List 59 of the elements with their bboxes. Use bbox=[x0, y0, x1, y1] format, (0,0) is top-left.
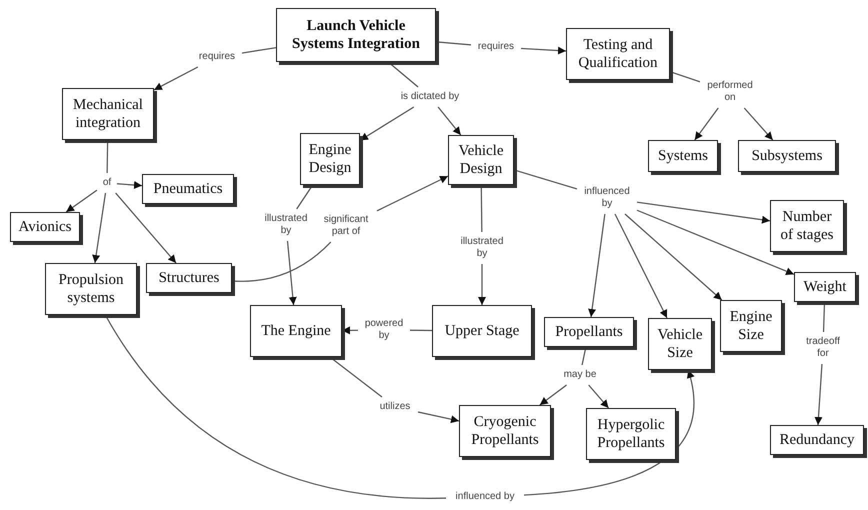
concept-box: Avionics bbox=[10, 212, 80, 242]
concept-box: Subsystems bbox=[738, 140, 836, 172]
linking-phrase: illustrated by bbox=[261, 212, 311, 238]
concept-box: The Engine bbox=[250, 305, 342, 357]
concept-box: Vehicle Size bbox=[648, 318, 712, 370]
arrow bbox=[116, 181, 142, 189]
concept-box: Hypergolic Propellants bbox=[586, 408, 676, 460]
arrow bbox=[744, 108, 774, 140]
arrow bbox=[418, 411, 460, 424]
linking-phrase: is dictated by bbox=[395, 90, 465, 104]
linking-phrase: influenced by bbox=[580, 185, 634, 211]
concept-box: Mechanical integration bbox=[62, 88, 154, 140]
concept-box: Testing and Qualification bbox=[566, 28, 670, 80]
arrow bbox=[286, 240, 297, 306]
arrow bbox=[814, 364, 823, 426]
concept-box: Systems bbox=[648, 140, 718, 172]
linking-phrase: utilizes bbox=[375, 400, 415, 414]
linking-phrase: requires bbox=[195, 50, 239, 64]
arrow bbox=[376, 176, 448, 212]
concept-box: Number of stages bbox=[770, 200, 844, 252]
linking-phrase: requires bbox=[474, 40, 518, 54]
arrow bbox=[588, 384, 609, 408]
arrow bbox=[115, 192, 176, 264]
linking-phrase: significant part of bbox=[318, 213, 374, 239]
connector-line bbox=[480, 185, 482, 232]
concept-box: Engine Design bbox=[300, 133, 360, 185]
concept-box: Weight bbox=[794, 272, 856, 302]
concept-box: Structures bbox=[146, 263, 232, 293]
linking-phrase: powered by bbox=[361, 317, 407, 343]
arrow bbox=[694, 108, 719, 140]
linking-phrase: may be bbox=[560, 368, 600, 382]
arrow bbox=[478, 264, 486, 305]
linking-phrase: tradeoff for bbox=[802, 335, 844, 361]
title-concept-box: Launch Vehicle Systems Integration bbox=[276, 8, 436, 62]
arrow bbox=[588, 214, 606, 318]
concept-box: Cryogenic Propellants bbox=[459, 405, 551, 457]
arrow bbox=[438, 106, 462, 136]
arrow bbox=[92, 192, 106, 264]
arrow bbox=[154, 66, 198, 90]
concept-box: Vehicle Design bbox=[448, 135, 514, 185]
arrow bbox=[520, 46, 566, 55]
concept-box: Propellants bbox=[544, 317, 634, 347]
connector-line bbox=[410, 330, 432, 332]
linking-phrase: of bbox=[100, 176, 114, 190]
connector-line bbox=[242, 47, 276, 54]
linking-phrase: performed on bbox=[703, 79, 757, 105]
arrow bbox=[636, 202, 770, 224]
concept-box: Upper Stage bbox=[432, 305, 532, 357]
concept-box: Redundancy bbox=[770, 425, 864, 455]
arrow bbox=[624, 214, 722, 300]
concept-box: Pneumatics bbox=[142, 174, 234, 204]
arrow bbox=[614, 214, 668, 318]
concept-box: Propulsion systems bbox=[45, 263, 137, 315]
arrow bbox=[539, 384, 567, 406]
arrow bbox=[636, 210, 794, 276]
linking-phrase: illustrated by bbox=[457, 235, 507, 261]
concept-box: Engine Size bbox=[720, 300, 782, 352]
linking-phrase: influenced by bbox=[449, 490, 521, 504]
arrow bbox=[66, 190, 98, 212]
